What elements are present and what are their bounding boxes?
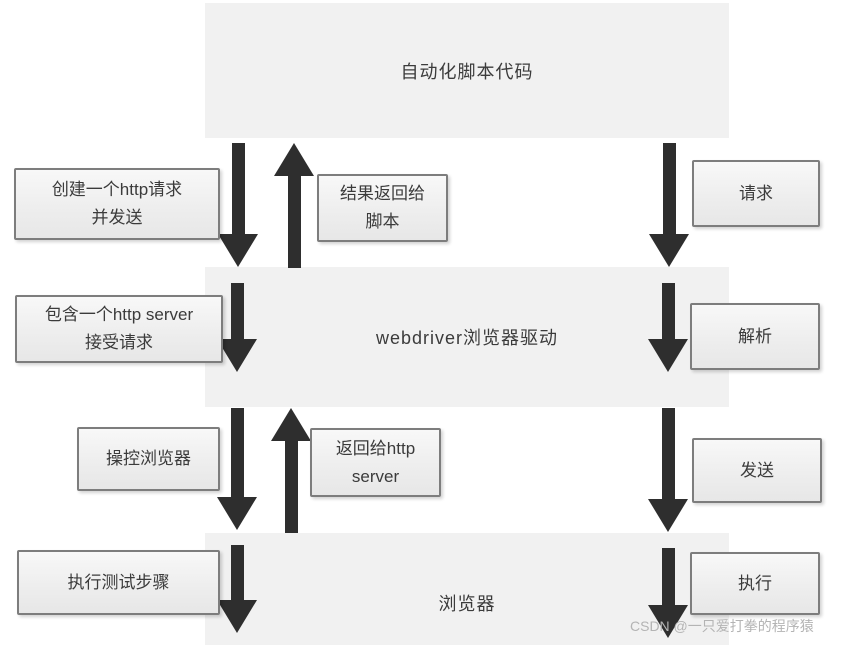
arrow-shaft	[284, 441, 298, 533]
band-webdriver-driver-label: webdriver浏览器驱动	[375, 328, 559, 348]
band-automation-script: 自动化脚本代码	[205, 3, 729, 138]
step-send: 发送	[692, 438, 822, 503]
arrow-up-icon	[271, 408, 311, 441]
step-parse-label: 解析	[738, 326, 772, 346]
arrow-down-left-driver-to-browser	[217, 408, 257, 530]
step-return-to-http-server-label: 返回给http server	[335, 438, 416, 486]
arrow-shaft	[230, 408, 244, 497]
arrow-down-left-script-to-driver	[218, 143, 258, 267]
arrow-down-icon	[217, 339, 257, 372]
arrow-down-right-send	[648, 408, 688, 532]
arrow-down-left-inside-browser	[217, 545, 257, 633]
arrow-down-right-inside-driver	[648, 283, 688, 372]
step-request: 请求	[692, 160, 820, 227]
step-execute-test-steps: 执行测试步骤	[17, 550, 220, 615]
arrow-down-icon	[648, 339, 688, 372]
band-browser-label: 浏览器	[438, 594, 496, 614]
step-execute: 执行	[690, 552, 820, 615]
step-control-browser-label: 操控浏览器	[106, 449, 191, 468]
arrow-down-icon	[217, 497, 257, 530]
step-request-label: 请求	[739, 183, 773, 203]
arrow-down-icon	[218, 234, 258, 267]
arrow-down-icon	[648, 605, 688, 638]
step-execute-label: 执行	[738, 573, 772, 593]
step-http-server-accept-label: 包含一个http server 接受请求	[44, 305, 194, 352]
arrow-shaft	[230, 545, 244, 600]
arrow-down-icon	[217, 600, 257, 633]
step-create-http-request-label: 创建一个http请求 并发送	[51, 180, 183, 227]
band-automation-script-label: 自动化脚本代码	[400, 61, 534, 82]
arrow-down-left-inside-driver	[217, 283, 257, 372]
arrow-down-icon	[648, 499, 688, 532]
arrow-shaft	[661, 408, 675, 499]
arrow-down-icon	[649, 234, 689, 267]
step-result-to-script-label: 结果返回给 脚本	[340, 184, 425, 231]
arrow-shaft	[287, 176, 301, 268]
step-return-to-http-server: 返回给http server	[310, 428, 441, 497]
arrow-down-right-request	[649, 143, 689, 267]
arrow-shaft	[662, 143, 676, 234]
arrow-shaft	[661, 283, 675, 339]
band-webdriver-driver: webdriver浏览器驱动	[205, 267, 729, 407]
step-create-http-request: 创建一个http请求 并发送	[14, 168, 220, 240]
arrow-shaft	[661, 548, 675, 605]
csdn-watermark: CSDN @一只爱打拳的程序猿	[630, 618, 814, 634]
step-parse: 解析	[690, 303, 820, 370]
arrow-shaft	[230, 283, 244, 339]
band-browser: 浏览器	[205, 533, 729, 645]
step-control-browser: 操控浏览器	[77, 427, 220, 491]
arrow-up-icon	[274, 143, 314, 176]
arrow-up-return-to-http-server	[271, 408, 311, 533]
step-http-server-accept: 包含一个http server 接受请求	[15, 295, 223, 363]
arrow-down-right-inside-browser	[648, 548, 688, 638]
step-execute-test-steps-label: 执行测试步骤	[67, 572, 170, 592]
step-send-label: 发送	[740, 460, 774, 480]
arrow-shaft	[231, 143, 245, 234]
arrow-up-result-to-script	[274, 143, 314, 268]
step-result-to-script: 结果返回给 脚本	[317, 174, 448, 242]
